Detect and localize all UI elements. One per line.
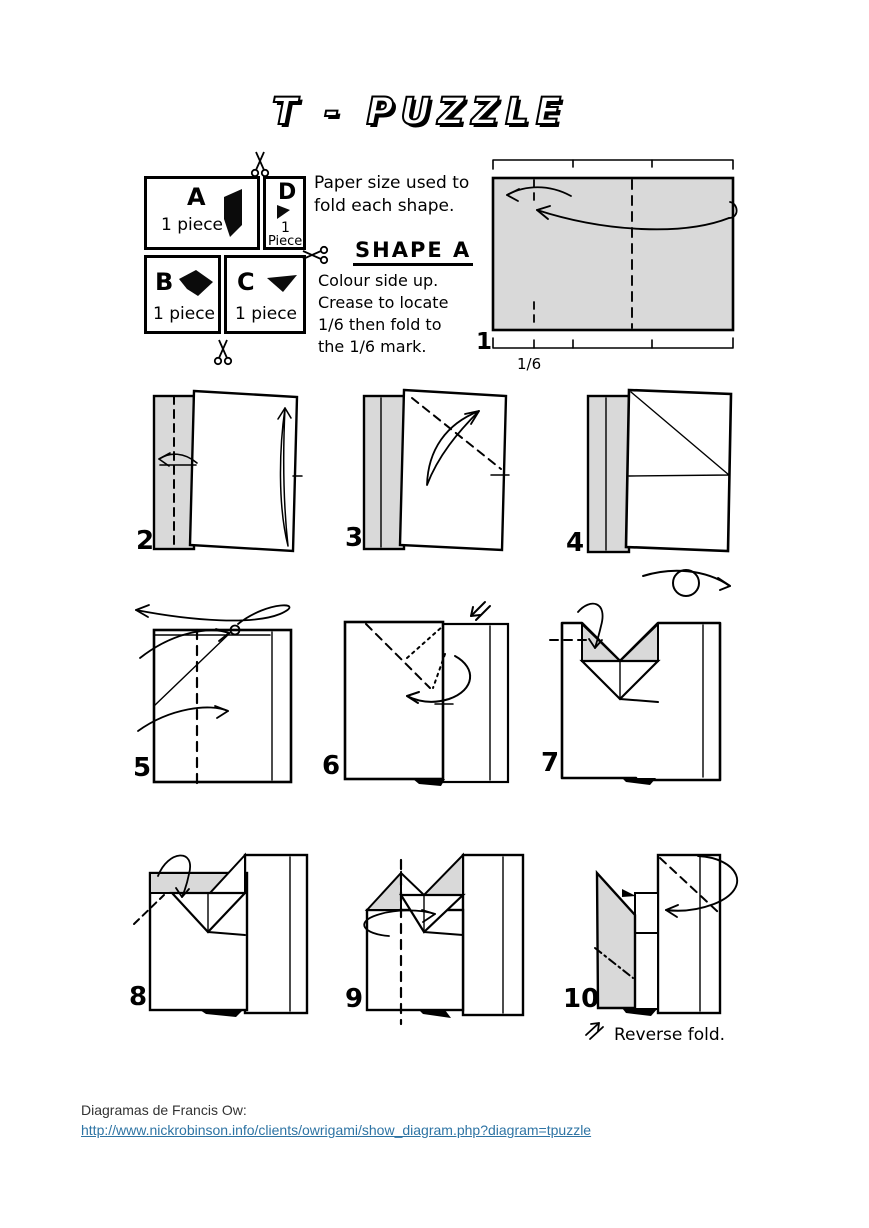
step-8-figure: [133, 852, 309, 1017]
piece-letter-d: D: [278, 180, 297, 205]
step-4-figure: [586, 388, 733, 597]
step-7-figure: [549, 602, 722, 785]
piece-count-a: 1 piece: [161, 215, 223, 235]
step-8-number: 8: [129, 982, 148, 1012]
step-3-number: 3: [345, 523, 364, 553]
intro-line-2: fold each shape.: [314, 196, 455, 216]
piece-letter-b: B: [155, 268, 174, 296]
step-3-figure: [362, 388, 510, 552]
step-2-number: 2: [136, 526, 155, 556]
shape-a-heading: SHAPE A: [353, 238, 474, 266]
scissors-icon-right: [299, 242, 333, 268]
one-sixth-label: 1/6: [517, 355, 542, 373]
piece-box-b: B 1 piece: [144, 255, 221, 334]
piece-count-d-top: 1: [281, 220, 290, 236]
intro-line-1: Paper size used to: [314, 173, 470, 193]
piece-count-b: 1 piece: [153, 304, 215, 324]
diagram-source-link[interactable]: http://www.nickrobinson.info/clients/owr…: [81, 1122, 592, 1138]
piece-a-shape-icon: [224, 189, 242, 237]
scissors-icon-top: [247, 148, 273, 182]
step-2-figure: [152, 389, 303, 553]
step-4-number: 4: [566, 528, 585, 558]
step-6-number: 6: [322, 751, 341, 781]
piece-b-shape-icon: [179, 270, 213, 296]
step-5-number: 5: [133, 753, 152, 783]
instruction-line-3: 1/6 then fold to: [318, 315, 442, 334]
credit-text: Diagramas de Francis Ow:: [81, 1102, 247, 1118]
reverse-fold-caption: Reverse fold.: [614, 1025, 726, 1045]
instruction-line-2: Crease to locate: [318, 293, 449, 312]
instruction-line-1: Colour side up.: [318, 271, 439, 290]
instruction-line-4: the 1/6 mark.: [318, 337, 427, 356]
piece-count-c: 1 piece: [235, 304, 297, 324]
cut-layout: A 1 piece D 1 Piece B 1 piece C: [144, 176, 306, 334]
shape-a-instructions: Colour side up. Crease to locate 1/6 the…: [318, 270, 448, 358]
piece-letter-c: C: [237, 268, 255, 296]
piece-box-d: D 1 Piece: [263, 176, 306, 250]
shape-a-heading-wrap: SHAPE A: [353, 238, 474, 266]
step-1-number: 1: [476, 329, 493, 355]
page-title: T - PUZZLE: [271, 89, 569, 134]
intro-text: Paper size used to fold each shape.: [314, 172, 469, 218]
piece-d-shape-icon: [277, 205, 290, 219]
piece-letter-a: A: [187, 183, 206, 211]
step-6-figure: [343, 601, 510, 786]
step-5-figure: [135, 604, 293, 791]
piece-box-c: C 1 piece: [224, 255, 306, 334]
step-9-number: 9: [345, 984, 364, 1014]
step-1-figure: [491, 159, 738, 349]
step-10-number: 10: [563, 984, 600, 1014]
step-10-figure: [585, 853, 738, 1040]
piece-count-d-bottom: Piece: [268, 234, 303, 249]
scissors-icon-bottom: [210, 336, 236, 370]
step-9-figure: [363, 852, 525, 1026]
piece-c-shape-icon: [267, 275, 297, 292]
piece-box-a: A 1 piece: [144, 176, 260, 250]
step-7-number: 7: [541, 748, 560, 778]
